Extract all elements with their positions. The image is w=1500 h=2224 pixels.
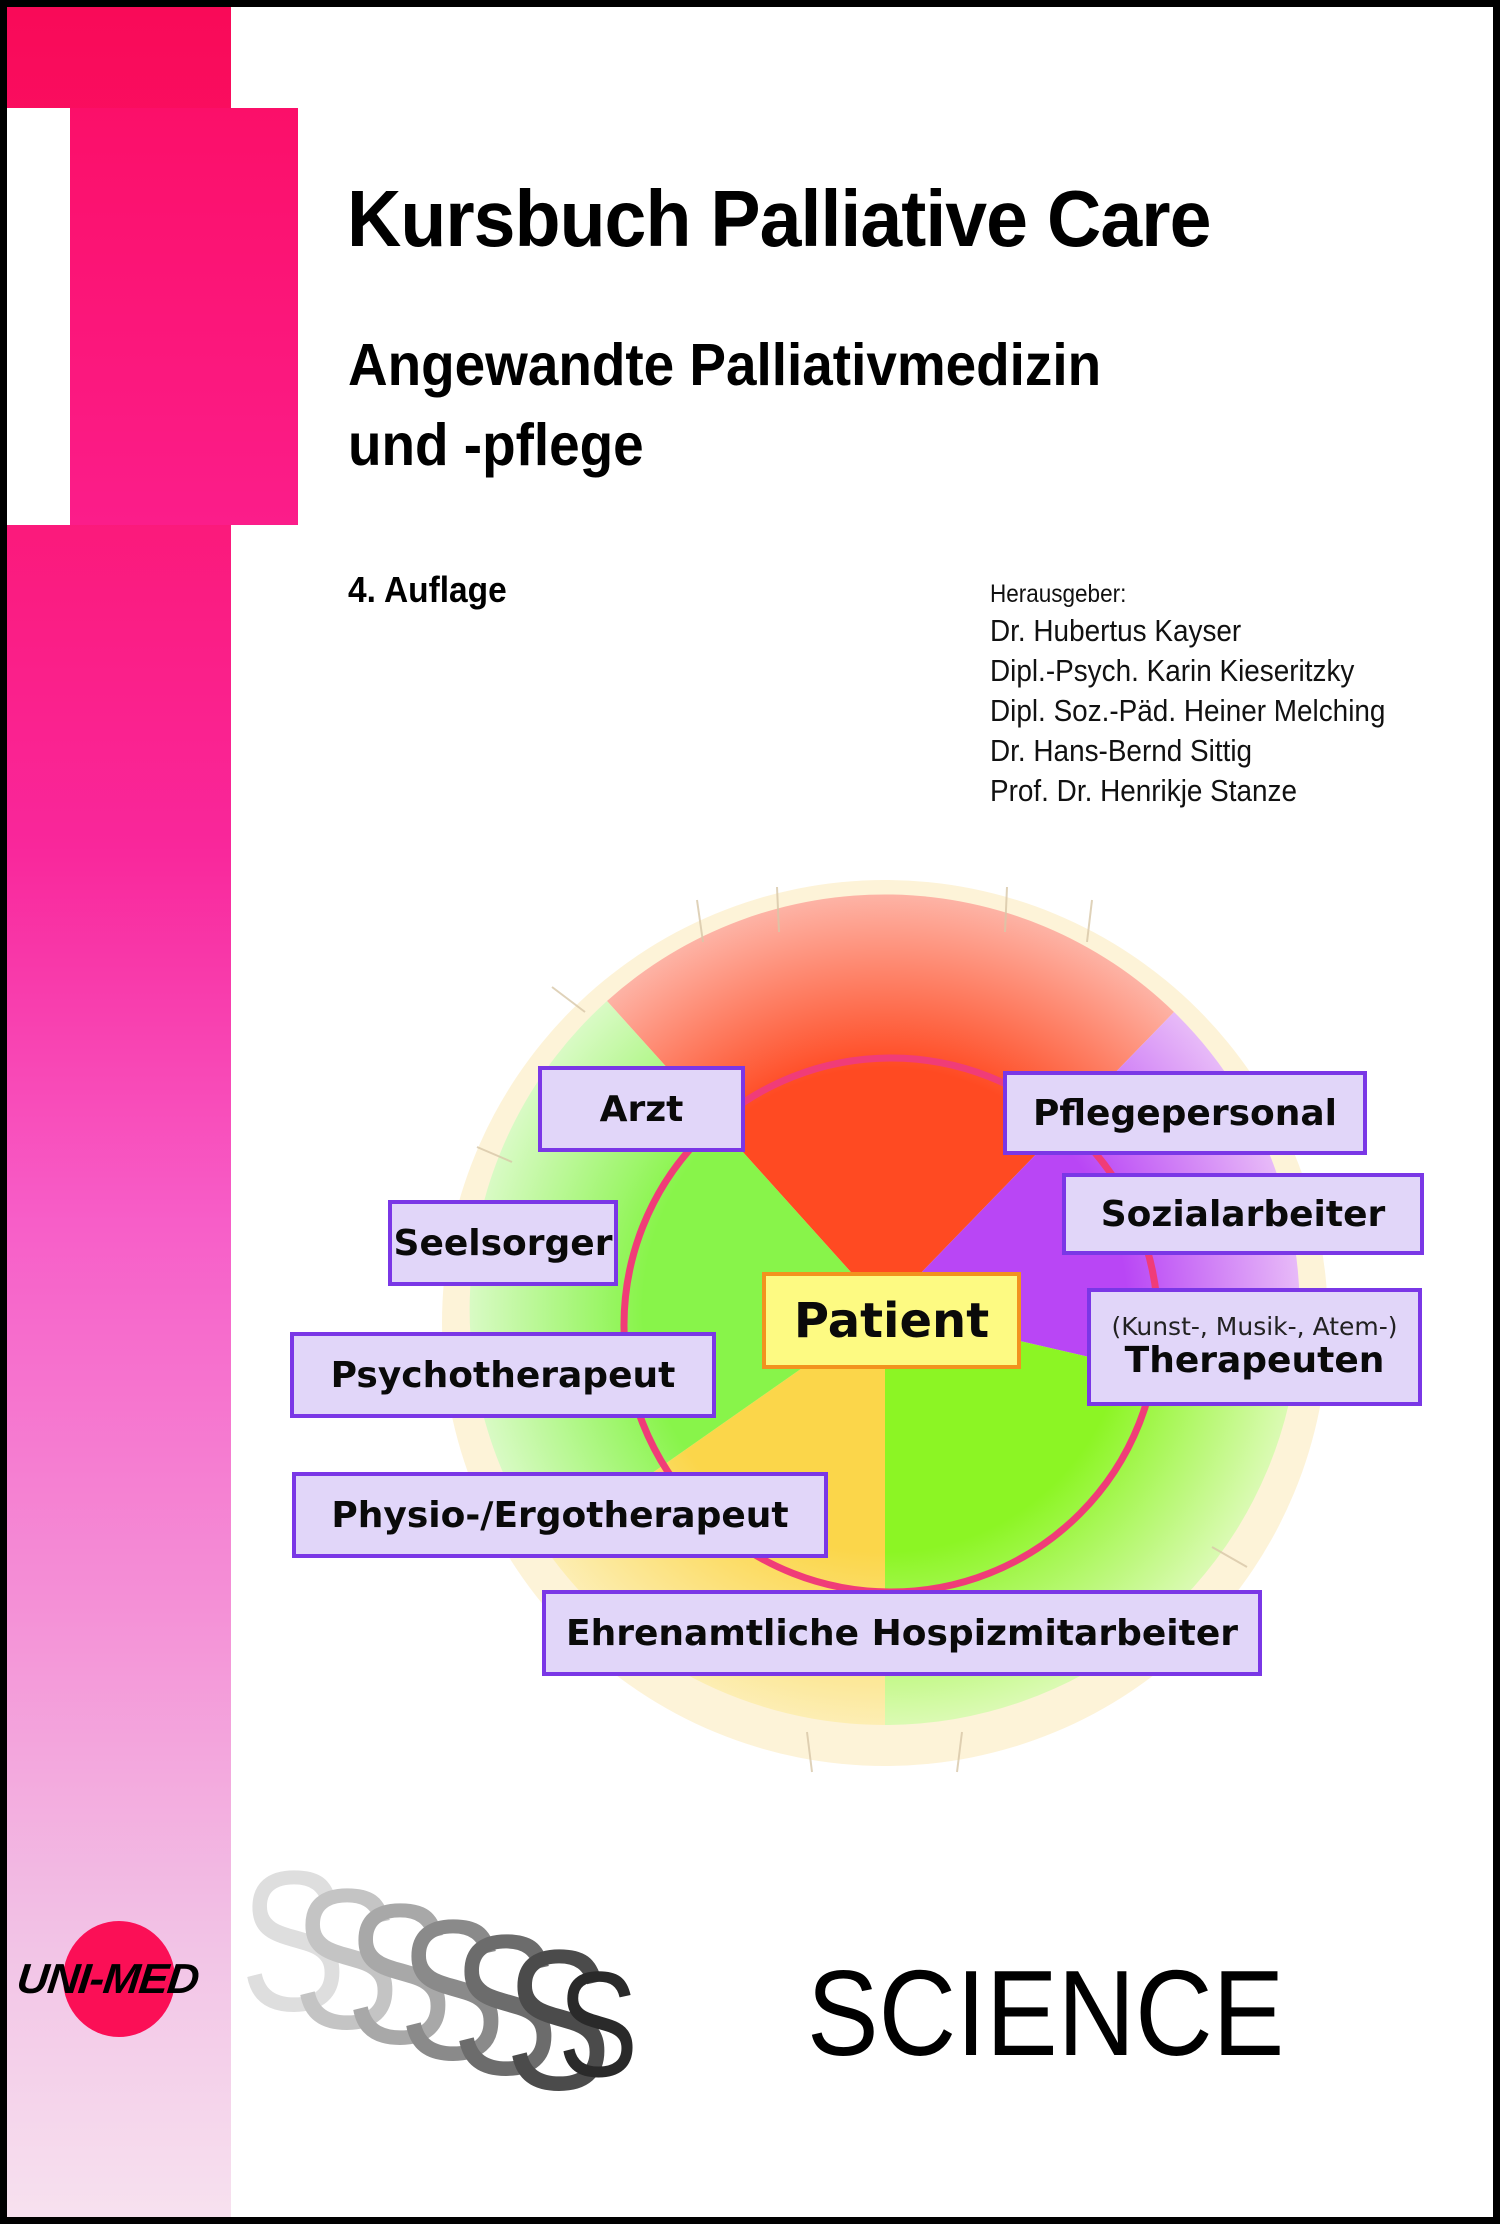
editor-name: Prof. Dr. Henrikje Stanze <box>990 773 1298 808</box>
patient-center-box: Patient <box>762 1272 1021 1369</box>
book-cover: Kursbuch Palliative Care Angewandte Pall… <box>7 7 1493 2217</box>
role-sozialarbeiter: Sozialarbeiter <box>1062 1173 1424 1255</box>
unimed-logo-circle <box>63 1921 175 2037</box>
editor-name: Dr. Hubertus Kayser <box>990 613 1242 648</box>
editors-block: Herausgeber: Dr. Hubertus Kayser Dipl.-P… <box>990 577 1385 811</box>
series-s-letter: S <box>558 1940 639 2108</box>
book-subtitle: Angewandte Palliativmedizin und -pflege <box>348 325 1101 485</box>
series-s-letter: S <box>346 1863 453 2086</box>
role-ehrenamtliche: Ehrenamtliche Hospizmitarbeiter <box>542 1590 1262 1676</box>
role-label: Sozialarbeiter <box>1100 1193 1386 1235</box>
role-label: Arzt <box>599 1088 684 1130</box>
series-s-letter: S <box>240 1830 347 2053</box>
therapeuten-label-group: (Kunst-, Musik-, Atem-) Therapeuten <box>1111 1313 1397 1382</box>
patient-label: Patient <box>793 1292 990 1349</box>
series-s-letter: S <box>399 1879 506 2102</box>
role-therapeuten: (Kunst-, Musik-, Atem-) Therapeuten <box>1087 1288 1422 1406</box>
editors-label: Herausgeber: <box>990 580 1127 608</box>
unimed-logo-text: UNI-MED <box>14 1955 201 2002</box>
role-psychotherapeut: Psychotherapeut <box>290 1332 716 1418</box>
edition-label: 4. Auflage <box>348 569 507 610</box>
role-physio-ergotherapeut: Physio-/Ergotherapeut <box>292 1472 828 1558</box>
editor-name: Dipl. Soz.-Päd. Heiner Melching <box>990 693 1386 728</box>
series-s-letter: S <box>293 1848 400 2071</box>
role-label: Pflegepersonal <box>1032 1092 1338 1134</box>
editor-name: Dr. Hans-Bernd Sittig <box>990 733 1253 768</box>
role-label: Ehrenamtliche Hospizmitarbeiter <box>566 1612 1238 1654</box>
role-label: Therapeuten <box>1124 1340 1385 1382</box>
role-pflegepersonal: Pflegepersonal <box>1003 1071 1367 1155</box>
role-seelsorger: Seelsorger <box>388 1200 618 1286</box>
series-science-label: SCIENCE <box>807 1945 1285 2081</box>
role-arzt: Arzt <box>538 1066 745 1152</box>
white-notch <box>7 108 70 525</box>
role-label: Psychotherapeut <box>330 1354 676 1396</box>
book-title: Kursbuch Palliative Care <box>347 174 1211 263</box>
editor-name: Dipl.-Psych. Karin Kieseritzky <box>990 653 1355 688</box>
subtitle-line-2: und -pflege <box>348 412 644 478</box>
series-s-letter: S <box>505 1909 612 2132</box>
role-label: Physio-/Ergotherapeut <box>331 1494 789 1536</box>
ruler-ticks <box>476 886 1248 1773</box>
pink-accent-block <box>70 108 298 525</box>
series-s-letter: S <box>452 1894 559 2117</box>
therapeuten-prefix: (Kunst-, Musik-, Atem-) <box>1111 1311 1398 1341</box>
segment-arzt-pflege <box>607 894 1174 1310</box>
role-label: Seelsorger <box>393 1222 613 1264</box>
subtitle-line-1: Angewandte Palliativmedizin <box>348 332 1102 398</box>
